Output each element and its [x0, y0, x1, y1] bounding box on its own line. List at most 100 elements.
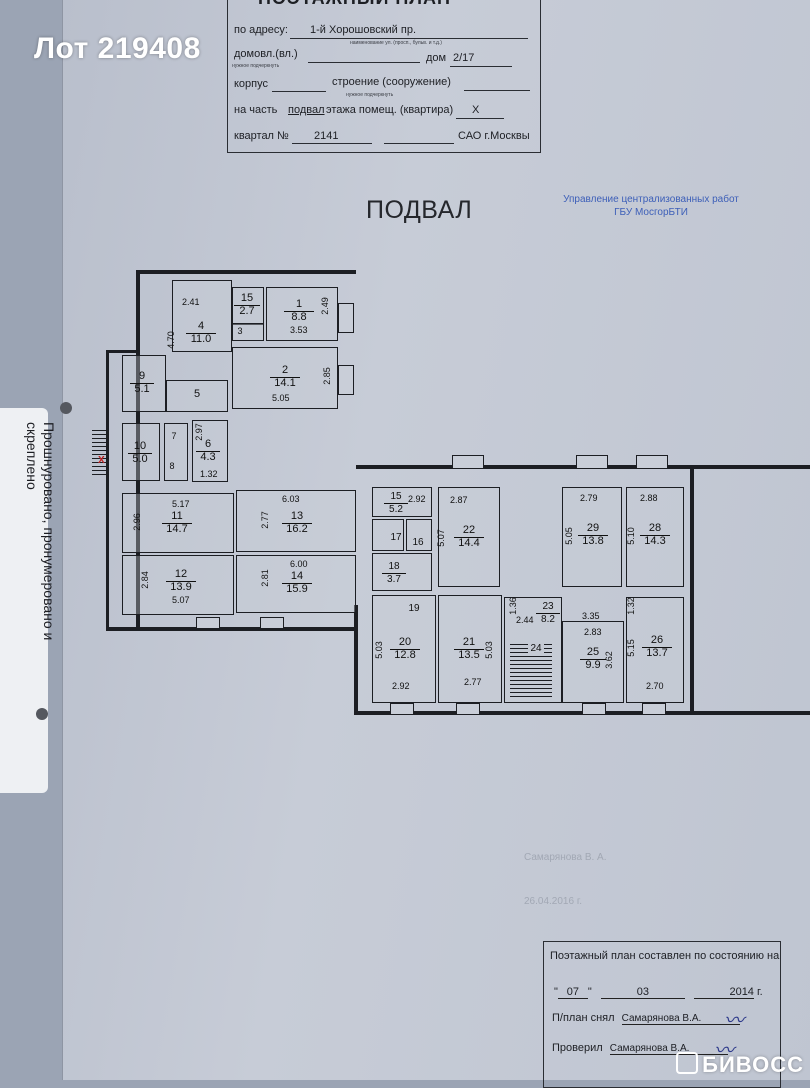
binding-note-line2: скреплено [24, 422, 40, 490]
room-dim: 2.85 [321, 367, 332, 385]
room-28 [626, 487, 684, 587]
room-label-5: 5 [193, 388, 201, 400]
room-2 [232, 347, 338, 409]
room-26 [626, 597, 684, 703]
room-dim: 2.77 [464, 677, 482, 687]
room-29 [562, 487, 622, 587]
room-1 [266, 287, 338, 341]
room-dim: 2.49 [319, 297, 330, 315]
room-dim: 2.41 [182, 297, 200, 307]
window [582, 703, 606, 715]
room-dim: 2.88 [640, 493, 658, 503]
room-label-16: 16 [412, 537, 424, 548]
window [642, 703, 666, 715]
window [452, 455, 484, 469]
footer-day: 07 [557, 986, 588, 999]
room-label-7: 7 [171, 431, 177, 441]
room-dim: 5.05 [563, 527, 574, 545]
lot-label: Лот 219408 [34, 32, 201, 65]
surveyed-row: П/план снял Самарянова В.А. [552, 1012, 740, 1025]
room-14 [236, 555, 356, 613]
floor-label: этажа помещ. (квартира) [326, 104, 454, 116]
window [338, 303, 354, 333]
dom-value: 2/17 [453, 52, 475, 64]
room-label-19: 19 [408, 603, 420, 614]
address-label: по адресу: [234, 24, 288, 36]
floor-value: X [472, 104, 480, 116]
window [576, 455, 608, 469]
window [338, 365, 354, 395]
surveyed-label: П/план снял [552, 1012, 615, 1024]
window [260, 617, 284, 629]
binding-note: Прошнуровано, пронумеровано и скреплено [23, 422, 57, 802]
part-value: подвал [288, 104, 325, 116]
room-dim: 4.70 [165, 331, 176, 349]
window [636, 455, 668, 469]
room-12 [122, 555, 234, 615]
room-dim: 1.36 [507, 597, 518, 615]
district: САО г.Москвы [458, 130, 530, 142]
room-dim: 2.96 [131, 513, 142, 531]
signature: 〰 [714, 1040, 734, 1062]
room-dim: 5.15 [625, 639, 636, 657]
footer-month: 03 [600, 986, 685, 999]
faint-text: 26.04.2016 г. [524, 896, 583, 907]
room-17 [372, 519, 404, 551]
room-5 [166, 380, 228, 412]
room-label-8: 8 [169, 461, 175, 471]
room-18 [372, 553, 432, 591]
room-label-17: 17 [390, 532, 402, 543]
room-dim: 2.79 [580, 493, 598, 503]
entry-mark: X [98, 455, 105, 466]
surveyed-value: Самарянова В.А. [621, 1013, 740, 1025]
punch-hole [36, 708, 48, 720]
room-dim: 2.92 [408, 494, 426, 504]
window [390, 703, 414, 715]
room-dim: 5.03 [483, 641, 494, 659]
room-16 [406, 519, 432, 551]
room-dim: 1.32 [200, 469, 218, 479]
room-10 [122, 423, 160, 481]
header-title: ПОЭТАЖНЫЙ ПЛАН [258, 0, 451, 9]
domovl-label: домовл.(вл.) [234, 48, 298, 60]
domovl-hint: нужное подчеркнуть [232, 63, 280, 69]
footer-certification: Поэтажный план составлен по состоянию на… [543, 941, 781, 1088]
room-3 [232, 323, 264, 341]
room-dim: 3.35 [582, 611, 600, 621]
binding-note-line1: Прошнуровано, пронумеровано и [41, 422, 57, 641]
logo-icon [676, 1052, 699, 1074]
footer-title: Поэтажный план составлен по состоянию на [550, 950, 780, 962]
room-7-8 [164, 423, 188, 481]
room-dim: 3.62 [603, 651, 614, 669]
room-4 [172, 280, 232, 352]
stamp-line1: Управление централизованных работ [563, 194, 739, 205]
kvartal-value: 2141 [314, 130, 339, 142]
room-label-3: 3 [237, 326, 243, 336]
checked-row: Проверил Самарянова В.А. [552, 1042, 728, 1055]
document-sheet [62, 0, 810, 1080]
room-dim: 2.97 [193, 423, 204, 441]
checked-value: Самарянова В.А. [609, 1043, 728, 1055]
entry-stairs [92, 427, 108, 475]
signature: 〰 [724, 1010, 744, 1032]
room-dim: 2.92 [392, 681, 410, 691]
korpus-label: корпус [234, 78, 269, 90]
checked-label: Проверил [552, 1042, 603, 1054]
kvartal-label: квартал № [234, 130, 289, 142]
footer-year: 2014 [693, 986, 754, 999]
room-dim: 6.03 [282, 494, 300, 504]
window [196, 617, 220, 629]
